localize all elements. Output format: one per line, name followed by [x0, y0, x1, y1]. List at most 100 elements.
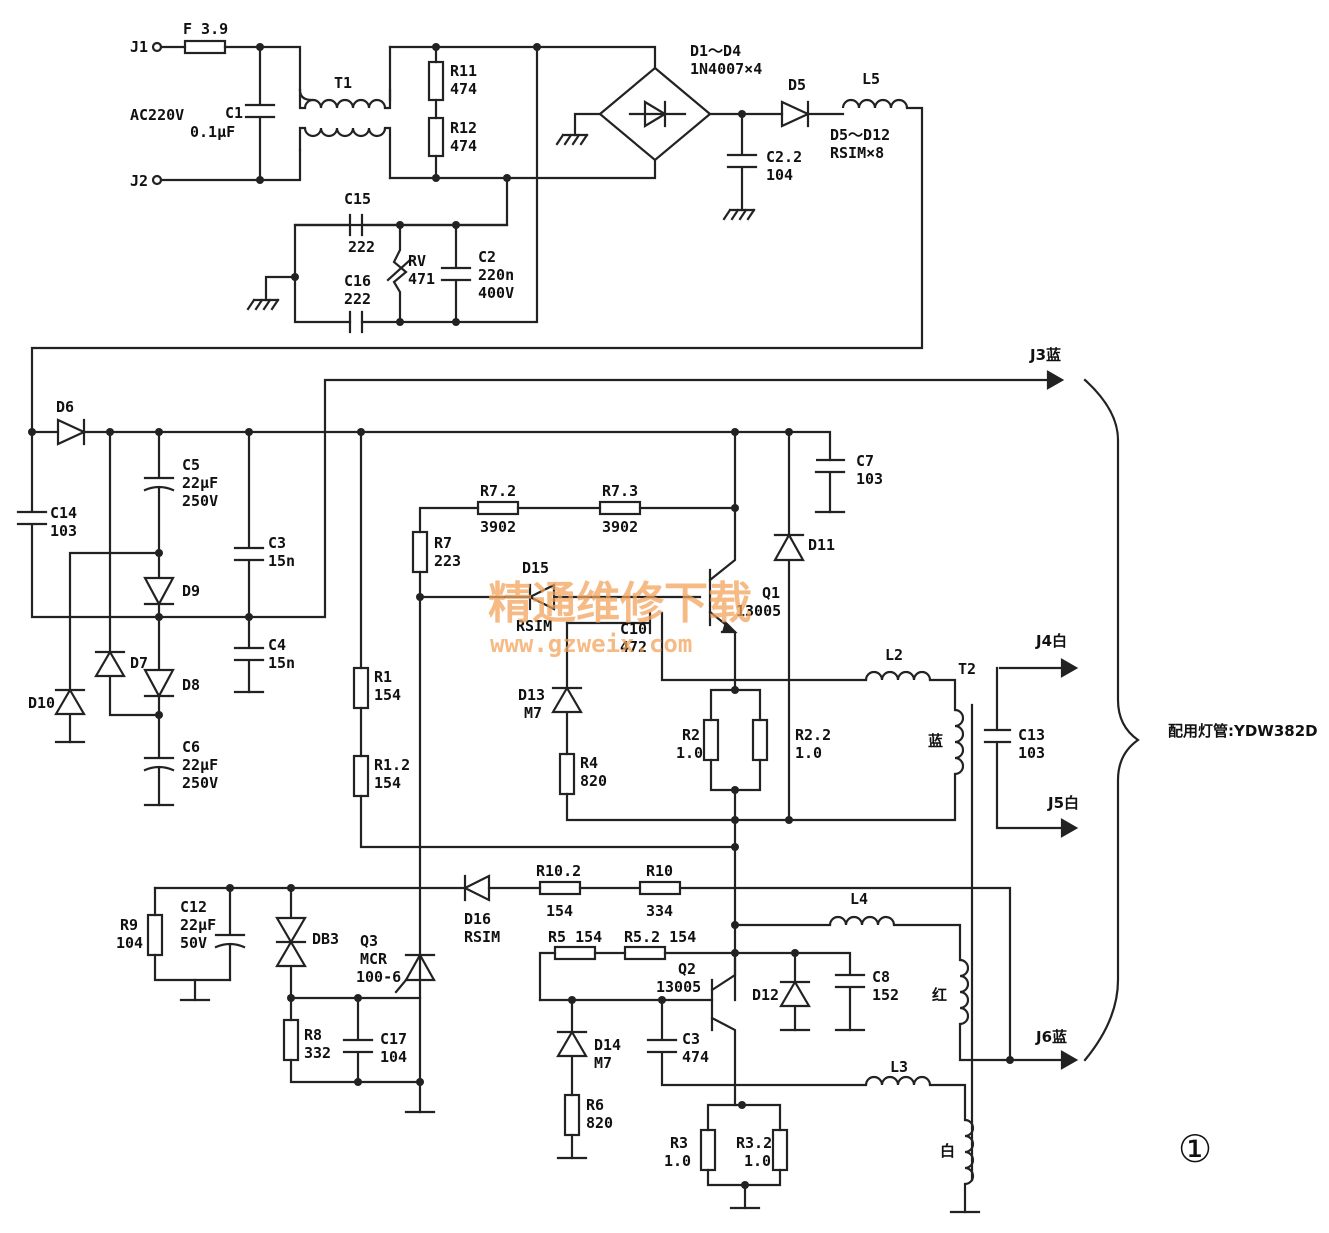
resistor-r1: [352, 666, 370, 710]
label-j2: J2: [130, 172, 148, 190]
label-c17: C17: [380, 1030, 407, 1048]
label-c17-value: 104: [380, 1048, 407, 1066]
j2-terminal: [151, 174, 163, 186]
watermark-url: www.gzweix.com: [490, 630, 692, 658]
valley-fill-section: [16, 370, 1065, 807]
label-d14-value: M7: [594, 1054, 612, 1072]
label-c4-value: 15n: [268, 654, 295, 672]
fuse-f: [183, 39, 227, 55]
resistor-r6: [563, 1093, 581, 1137]
label-d5-d12-value: RSIM×8: [830, 144, 884, 162]
label-r2-2-value: 1.0: [795, 744, 822, 762]
label-d8: D8: [182, 676, 200, 694]
label-r7-3-value: 3902: [602, 518, 638, 536]
label-r1: R1: [374, 668, 392, 686]
resistor-r5: [553, 945, 597, 961]
label-r4: R4: [580, 754, 598, 772]
label-r9-value: 104: [116, 934, 143, 952]
label-r12-value: 474: [450, 137, 477, 155]
label-c1-value: 0.1μF: [190, 123, 235, 141]
label-d16-value: RSIM: [464, 928, 500, 946]
label-d12: D12: [752, 986, 779, 1004]
resistor-r1-2: [352, 754, 370, 798]
label-j3: J3蓝: [1029, 346, 1061, 364]
label-c15-value: 222: [348, 238, 375, 256]
label-d10: D10: [28, 694, 55, 712]
label-c14: C14: [50, 504, 77, 522]
label-t1: T1: [334, 74, 352, 92]
label-c3-lower: C3: [682, 1030, 700, 1048]
label-r3-2: R3.2: [736, 1134, 772, 1152]
resistor-r4: [558, 752, 576, 796]
label-l5: L5: [862, 70, 880, 88]
label-d1-d4-value: 1N4007×4: [690, 60, 762, 78]
label-r6: R6: [586, 1096, 604, 1114]
label-d9: D9: [182, 582, 200, 600]
label-r12: R12: [450, 119, 477, 137]
label-c2-2: C2.2: [766, 148, 802, 166]
resistor-r3-2: [771, 1128, 789, 1172]
label-c16-value: 222: [344, 290, 371, 308]
resistor-r7: [411, 530, 429, 574]
resistor-r2: [702, 718, 720, 762]
label-j4: J4白: [1035, 632, 1067, 650]
label-t2: T2: [958, 660, 976, 678]
label-c1: C1: [225, 104, 243, 122]
resistor-r10: [638, 880, 682, 896]
label-c10: C10: [620, 620, 647, 638]
resistor-r11: [427, 60, 445, 102]
resistor-r7-2: [476, 500, 520, 516]
label-db3: DB3: [312, 930, 339, 948]
label-r7-2: R7.2: [480, 482, 516, 500]
resistor-r2-2: [751, 718, 769, 762]
label-q1: Q1: [762, 584, 780, 602]
label-l4: L4: [850, 890, 868, 908]
label-r4-value: 820: [580, 772, 607, 790]
label-r5-2: R5.2 154: [624, 928, 696, 946]
label-d15: D15: [522, 559, 549, 577]
label-c2-2-value: 104: [766, 166, 793, 184]
label-q3: Q3: [360, 932, 378, 950]
label-r2: R2: [682, 726, 700, 744]
label-r7-2-value: 3902: [480, 518, 516, 536]
label-q2: Q2: [678, 960, 696, 978]
label-j5: J5白: [1047, 794, 1079, 812]
label-c5-value: 22μF: [182, 474, 218, 492]
label-c7: C7: [856, 452, 874, 470]
label-r10-value: 334: [646, 902, 673, 920]
label-r1-2-value: 154: [374, 774, 401, 792]
label-r3-2-value: 1.0: [744, 1152, 771, 1170]
label-r11: R11: [450, 62, 477, 80]
label-c8: C8: [872, 968, 890, 986]
label-c12-value: 22μF: [180, 916, 216, 934]
label-c6-voltage: 250V: [182, 774, 218, 792]
label-ac: AC220V: [130, 106, 184, 124]
label-r1-value: 154: [374, 686, 401, 704]
resistor-r3: [699, 1128, 717, 1172]
watermark-text: 精通维修下载: [488, 578, 752, 629]
label-c4: C4: [268, 636, 286, 654]
label-fuse: F 3.9: [183, 20, 228, 38]
figure-number: ①: [1178, 1127, 1212, 1171]
label-c16: C16: [344, 272, 371, 290]
label-lamp: 配用灯管:YDW382D: [1168, 722, 1318, 740]
label-r10-2-value: 154: [546, 902, 573, 920]
label-rv: RV: [408, 252, 426, 270]
label-j1: J1: [130, 38, 148, 56]
label-d7: D7: [130, 654, 148, 672]
label-c6-value: 22μF: [182, 756, 218, 774]
label-r1-2: R1.2: [374, 756, 410, 774]
label-c6: C6: [182, 738, 200, 756]
labels: J1 J2 AC220V F 3.9 T1 C1 0.1μF R11 474 R…: [28, 20, 1318, 1171]
label-q3-value: MCR: [360, 950, 388, 968]
label-d5-d12: D5～D12: [830, 126, 890, 144]
label-c8-value: 152: [872, 986, 899, 1004]
label-c13: C13: [1018, 726, 1045, 744]
watermark: 精通维修下载 www.gzweix.com: [488, 578, 752, 658]
label-q3-part: 100-6: [356, 968, 401, 986]
label-d13-value: M7: [524, 704, 542, 722]
label-r2-value: 1.0: [676, 744, 703, 762]
label-r10-2: R10.2: [536, 862, 581, 880]
label-r7: R7: [434, 534, 452, 552]
